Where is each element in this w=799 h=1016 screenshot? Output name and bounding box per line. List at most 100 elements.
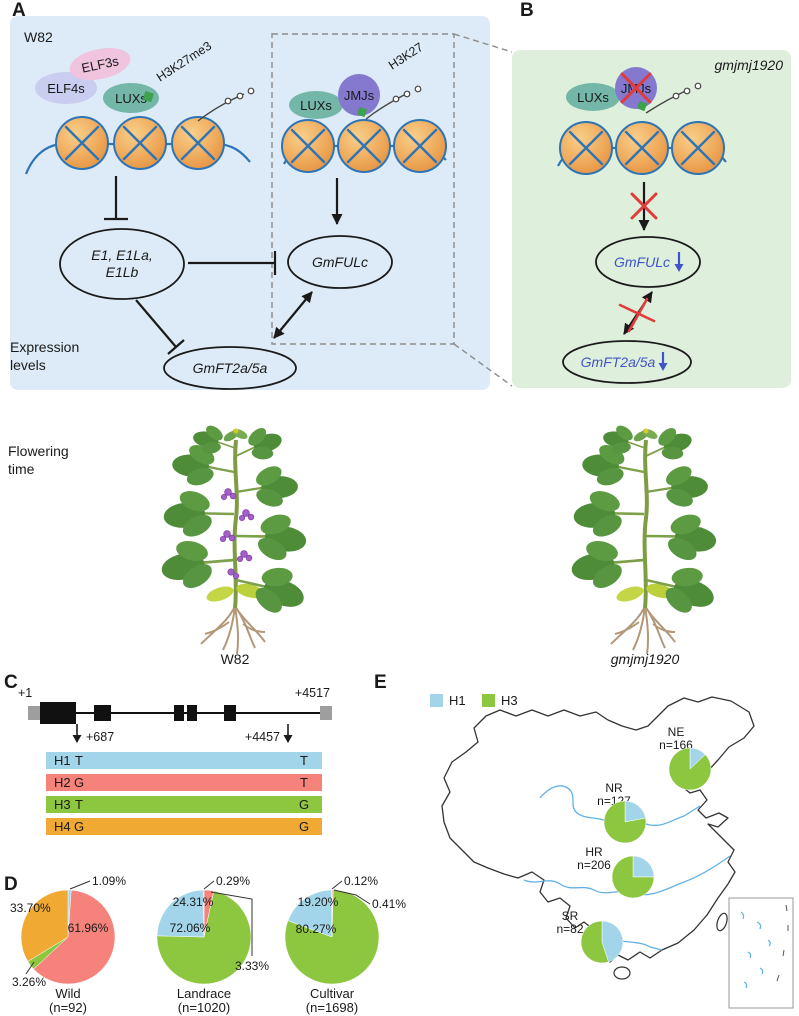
- nucleosome-icon: [112, 115, 168, 171]
- flower-clusters: [219, 488, 255, 580]
- gmfulc-gene-node-b: [595, 236, 701, 288]
- pie-slice-H3: [668, 747, 712, 791]
- pie-slice-H1: [287, 889, 333, 938]
- nucleosome-icon: [54, 115, 110, 171]
- elf4s-protein: ELF4s: [35, 72, 97, 104]
- double-arrow-icon: [273, 291, 313, 339]
- legend-label-h1: H1: [449, 693, 466, 708]
- connector-dashed-top: [453, 33, 513, 53]
- expression-levels-label-line1: Expression: [10, 339, 79, 355]
- pie-region-nr: [603, 800, 647, 844]
- e1-gene-label-line2: E1Lb: [106, 264, 139, 280]
- gmfulc-gene-label: GmFULc: [312, 254, 368, 270]
- haplotype-bar: [46, 774, 322, 791]
- pie-caption-n: (n=1020): [178, 1000, 230, 1015]
- legend-swatch-h1: [430, 694, 443, 707]
- gene-utr-left: [28, 706, 40, 720]
- dashed-region-box: [271, 33, 455, 345]
- pie-caption-n: (n=1698): [306, 1000, 358, 1015]
- h3k27me3-mark-icon: [142, 90, 154, 103]
- haplotype-allele1: G: [74, 775, 84, 790]
- expression-levels-label-line2: levels: [10, 357, 46, 373]
- flowering-time-label-line2: time: [8, 461, 35, 477]
- mutant-genotype-label: gmjmj1920: [715, 57, 784, 73]
- haplotype-allele1: T: [75, 753, 83, 768]
- elf3s-protein: ELF3s: [69, 47, 131, 81]
- nucleosome-icon: [614, 120, 670, 176]
- red-cross-icon: [618, 297, 656, 333]
- legend-swatch-h3: [482, 694, 495, 707]
- haplotype-allele2: G: [299, 819, 309, 834]
- panel-a-label: A: [12, 0, 26, 21]
- h3k27-mark-icon: [356, 106, 368, 118]
- nucleosome-icon: [392, 118, 448, 174]
- e1-gene-node: [59, 228, 185, 300]
- snp1-pos-label: +687: [86, 730, 114, 744]
- region-name: NE: [668, 725, 685, 739]
- pie-slice-H3: [603, 800, 647, 844]
- pie-caption-name: Landrace: [177, 986, 231, 1001]
- luxs-label: LUXs: [115, 91, 147, 106]
- pie-region-sr: [580, 920, 624, 964]
- nucleosome-icon: [558, 120, 614, 176]
- nucleosome-icon: [336, 118, 392, 174]
- haplotype-bar: [46, 796, 322, 813]
- region-name: SR: [562, 909, 579, 923]
- haplotype-row: H1 T T: [46, 752, 322, 769]
- repression-tbar-icon: [188, 251, 277, 275]
- histone-tail-residues: [392, 85, 422, 103]
- snp2-pos-label: +4457: [245, 730, 280, 744]
- repression-tbar-icon: [104, 176, 128, 221]
- luxs-protein-2: LUXs: [289, 91, 343, 119]
- nucleosome-icon: [170, 115, 226, 171]
- haplotype-allele2: T: [300, 753, 308, 768]
- haplotype-allele1: G: [74, 819, 84, 834]
- haplotype-allele2: G: [299, 797, 309, 812]
- pie-value-label: 24.31%: [173, 895, 214, 909]
- pie-caption-n: (n=92): [49, 1000, 87, 1015]
- haplotype-allele1: T: [75, 797, 83, 812]
- pie-region-hr: [611, 855, 655, 899]
- nucleosome-icon: [670, 120, 726, 176]
- e1-gene-label-line1: E1, E1La,: [91, 247, 153, 263]
- inset-islands: [740, 911, 771, 989]
- haplotype-name: H3: [54, 797, 71, 812]
- gene-pos-start: +1: [18, 686, 32, 700]
- gene-pos-end: +4517: [295, 686, 330, 700]
- pie-slice-H4: [202, 889, 205, 938]
- legend-label-h3: H3: [501, 693, 518, 708]
- pie-slice-H1: [632, 855, 655, 878]
- gmfulc-gene-label-b: GmFULc: [614, 254, 670, 270]
- gmft-gene-label: GmFT2a/5a: [193, 360, 268, 376]
- pie-value-label: 19.20%: [298, 895, 339, 909]
- luxs-protein: LUXs: [103, 83, 159, 113]
- repression-tbar-icon: [135, 299, 185, 355]
- luxs-2-label: LUXs: [300, 98, 332, 113]
- haplotype-row: H2 G T: [46, 774, 322, 791]
- panel-b-label: B: [520, 0, 534, 21]
- taiwan-island: [716, 912, 728, 932]
- plant-wildtype-label: W82: [221, 651, 250, 667]
- pie-value-label: 33.70%: [10, 901, 51, 915]
- haplotype-bar: [46, 752, 322, 769]
- jmjs-protein: JMJs: [338, 74, 380, 116]
- gmfulc-gene-node: [287, 235, 393, 289]
- pie-value-label: 0.41%: [372, 897, 406, 911]
- pie-slice-H3: [156, 890, 252, 985]
- pie-value-label: 3.26%: [12, 975, 46, 989]
- pie-slice-H1: [601, 920, 624, 963]
- pie-caption-name: Cultivar: [310, 986, 355, 1001]
- region-n: n=206: [577, 858, 611, 872]
- pie-value-label: 72.06%: [170, 921, 211, 935]
- haplotype-row: H3 T G: [46, 796, 322, 813]
- red-cross-icon: [630, 192, 658, 220]
- pie-region-ne: [668, 747, 712, 791]
- red-cross-icon: [620, 72, 652, 104]
- luxs-b-label: LUXs: [577, 90, 609, 105]
- histone-tail-residues: [672, 82, 702, 100]
- nucleosome-icon: [280, 118, 336, 174]
- haplotype-bar: [46, 818, 322, 835]
- south-china-sea-inset: [728, 897, 794, 1009]
- pie-wild: [20, 889, 116, 985]
